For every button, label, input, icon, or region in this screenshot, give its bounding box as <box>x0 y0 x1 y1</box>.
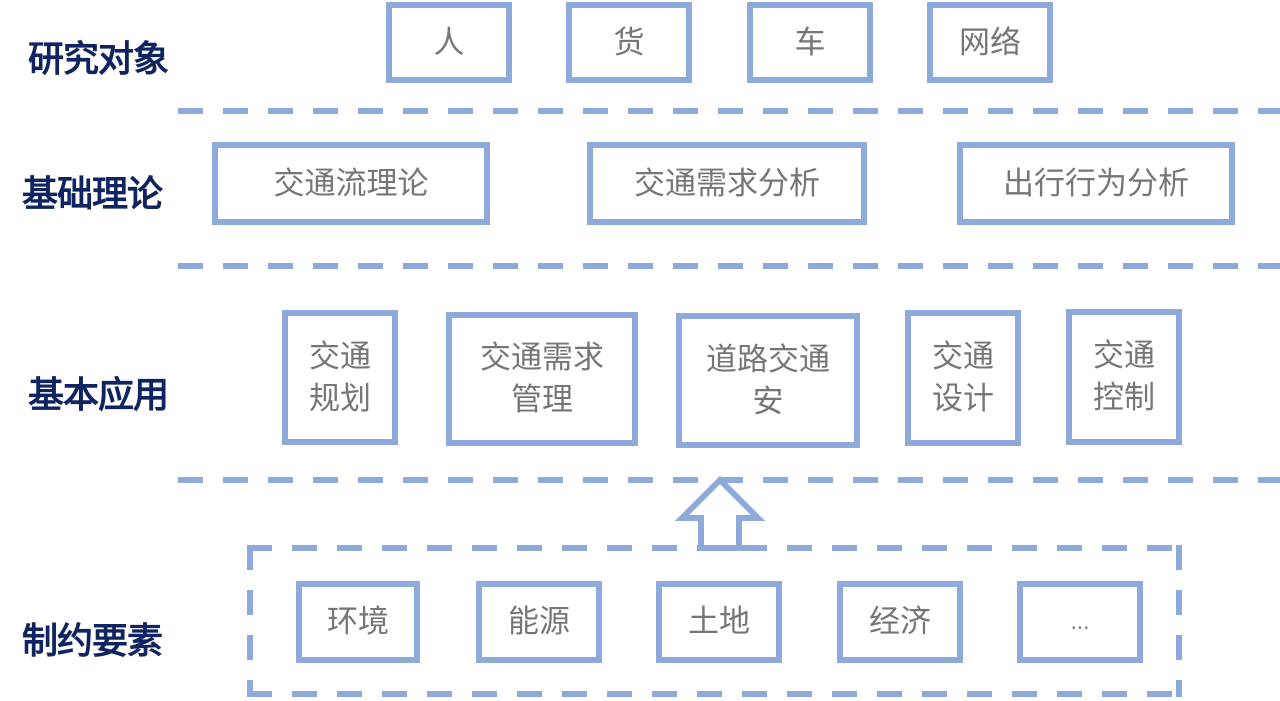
constraints-group-border-left <box>247 545 253 697</box>
object-box-goods: 货 <box>566 2 692 83</box>
theory-box-travel-behavior: 出行行为分析 <box>957 142 1235 225</box>
constraint-box-economy: 经济 <box>837 581 963 663</box>
box-text: 环境 <box>327 604 389 640</box>
box-text-line2: 控制 <box>1093 380 1155 416</box>
separator-line <box>178 108 1280 114</box>
box-text: 货 <box>613 24 645 61</box>
box-text: 土地 <box>688 604 750 640</box>
app-box-road-safety: 道路交通安 <box>676 313 860 448</box>
constraint-box-environment: 环境 <box>296 581 420 663</box>
box-text: 人 <box>433 24 465 61</box>
box-text-line2: 规划 <box>309 380 371 417</box>
app-box-demand-management: 交通需求管理 <box>446 312 638 446</box>
box-text-line2: 管理 <box>511 382 573 418</box>
theory-box-demand-analysis: 交通需求分析 <box>587 142 867 225</box>
box-text: 交通流理论 <box>273 165 429 202</box>
app-box-design: 交通设计 <box>905 310 1021 446</box>
box-text-line1: 交通需求 <box>480 340 604 376</box>
box-text-line1: 交通 <box>932 339 994 375</box>
box-text: 网络 <box>959 24 1021 61</box>
row-label-basic-application: 基本应用 <box>28 375 169 416</box>
constraint-box-more: ... <box>1017 581 1143 663</box>
separator-line <box>178 263 1280 269</box>
row-label-research-objects: 研究对象 <box>28 39 169 80</box>
box-text-line2: 安 <box>752 383 784 420</box>
box-text-line2: 设计 <box>932 381 994 417</box>
app-box-control: 交通控制 <box>1066 309 1182 445</box>
row-label-basic-theory: 基础理论 <box>22 174 163 215</box>
box-text: ... <box>1070 610 1090 634</box>
constraints-group-border-right <box>1176 545 1182 697</box>
theory-box-traffic-flow: 交通流理论 <box>212 142 490 225</box>
object-box-network: 网络 <box>927 2 1053 83</box>
box-text-line1: 交通 <box>309 338 371 375</box>
box-text: 交通需求分析 <box>634 165 820 202</box>
box-text: 出行行为分析 <box>1003 165 1189 202</box>
separator-line <box>178 477 1280 483</box>
object-box-vehicle: 车 <box>747 2 873 83</box>
app-box-planning: 交通规划 <box>282 310 398 445</box>
box-text: 能源 <box>508 604 570 640</box>
constraint-box-land: 土地 <box>656 581 782 663</box>
up-arrow-icon <box>674 475 766 551</box>
box-text: 经济 <box>869 604 931 640</box>
box-text: 车 <box>794 24 826 61</box>
row-label-constraints: 制约要素 <box>22 621 163 662</box>
constraints-group-border-top <box>247 545 1182 551</box>
constraints-group-border-bottom <box>247 691 1182 697</box>
object-box-people: 人 <box>386 2 512 83</box>
box-text-line1: 交通 <box>1093 338 1155 374</box>
box-text-line1: 道路交通 <box>706 341 830 378</box>
constraint-box-energy: 能源 <box>476 581 602 663</box>
